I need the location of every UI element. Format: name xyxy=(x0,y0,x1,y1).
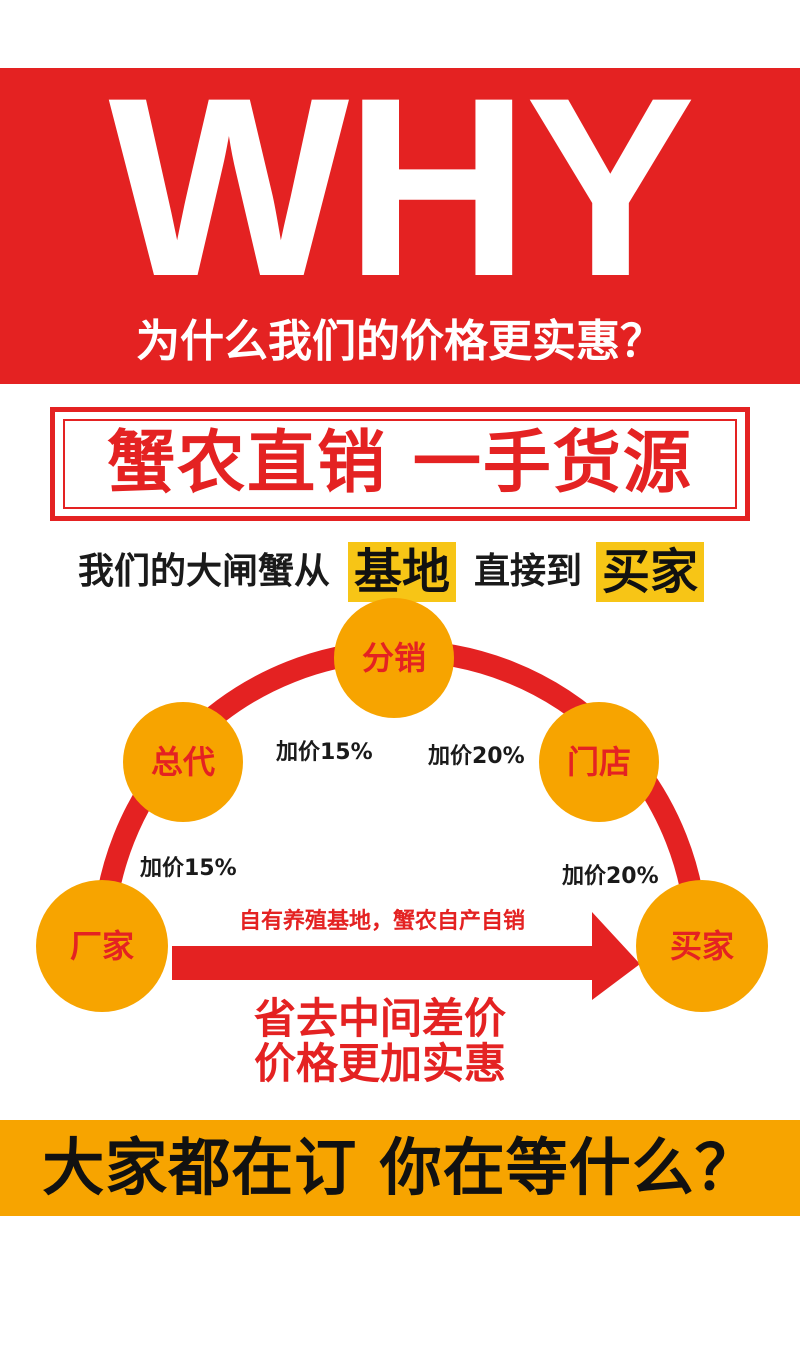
path-line-highlight-buyer: 买家 xyxy=(596,542,705,602)
footer-cta: 大家都在订 你在等什么？ xyxy=(42,1131,758,1204)
path-line-part1: 我们的大闸蟹从 xyxy=(78,551,331,592)
why-title: WHY xyxy=(108,45,696,330)
node-buyer: 买家 xyxy=(636,880,768,1012)
markup-distribution-store: 加价20% xyxy=(428,744,525,769)
savings-line-1: 省去中间差价 xyxy=(253,994,506,1043)
path-line-part2: 直接到 xyxy=(474,551,583,592)
footer-banner xyxy=(0,1120,800,1216)
node-store: 门店 xyxy=(539,702,659,822)
markup-store-buyer: 加价20% xyxy=(562,864,659,889)
slogan-frame xyxy=(50,407,750,521)
markup-manufacturer-agent: 加价15% xyxy=(140,856,237,881)
slogan-text: 蟹农直销 一手货源 xyxy=(63,419,737,509)
savings-line-2: 价格更加实惠 xyxy=(253,1039,506,1088)
node-general-agent: 总代 xyxy=(123,702,243,822)
markup-agent-distribution: 加价15% xyxy=(276,740,373,765)
header-subtitle: 为什么我们的价格更实惠？ xyxy=(136,316,664,367)
node-manufacturer: 厂家 xyxy=(36,880,168,1012)
direct-arrow xyxy=(172,912,640,1000)
path-line-highlight-base: 基地 xyxy=(348,542,457,602)
arrow-caption: 自有养殖基地，蟹农自产自销 xyxy=(238,909,525,934)
header-banner xyxy=(0,68,800,384)
node-distribution: 分销 xyxy=(334,598,454,718)
